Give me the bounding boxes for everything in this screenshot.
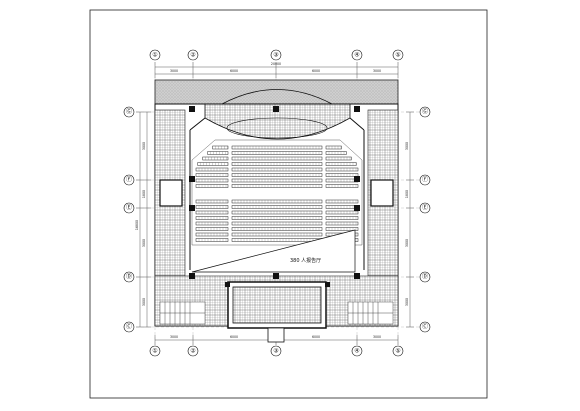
axis-top-4: ④ — [354, 52, 359, 59]
axis-bubbles-right — [419, 106, 431, 333]
dim-top-2: 6000 — [230, 69, 238, 73]
axis-left-1: Ⓖ — [126, 108, 132, 116]
top-terrace — [154, 79, 399, 105]
seat-row — [325, 173, 359, 177]
axis-bottom-4: ④ — [354, 348, 359, 355]
seat-row — [195, 184, 229, 188]
dim-left-3: 3000 — [142, 239, 146, 247]
axis-top-5: ⑤ — [395, 52, 400, 59]
foyer-floor — [232, 286, 322, 324]
axis-bubbles-top — [149, 49, 404, 61]
sheet-frame — [89, 9, 488, 399]
seat-row — [195, 227, 229, 231]
dim-bottom-4: 3000 — [373, 335, 381, 339]
seat-row — [195, 205, 229, 209]
dim-left-1: 3000 — [142, 142, 146, 150]
axis-bottom-2: ② — [190, 348, 196, 355]
seat-row — [325, 145, 342, 150]
axis-left-3: Ⓔ — [126, 204, 132, 212]
dim-top-4: 3000 — [373, 69, 381, 73]
right-stair-core — [370, 179, 394, 207]
entrance — [267, 327, 285, 343]
dim-right-3: 3000 — [405, 239, 409, 247]
seat-row — [207, 151, 229, 155]
hall-label: 380 人报告厅 — [290, 257, 321, 264]
axis-bubbles-left — [123, 106, 135, 333]
dim-right-4: 3000 — [405, 298, 409, 306]
dim-top-1: 3000 — [170, 69, 178, 73]
seat-row — [325, 216, 359, 220]
seat-row — [195, 178, 229, 183]
seat-row — [195, 210, 229, 215]
axis-right-2: Ⓕ — [422, 176, 428, 184]
seat-row — [325, 227, 359, 231]
seat-row — [325, 184, 359, 188]
seat-row — [195, 216, 229, 220]
seat-row — [195, 173, 229, 177]
seat-row — [325, 178, 359, 183]
axis-top-2: ② — [190, 52, 196, 59]
left-stair-core — [159, 179, 183, 207]
dim-bottom-1: 3000 — [170, 335, 178, 339]
dim-bottom-3: 6000 — [312, 335, 320, 339]
seat-row — [212, 145, 229, 150]
dim-bottom-2: 6000 — [230, 335, 238, 339]
seat-row — [195, 238, 229, 242]
hall-wall — [189, 117, 365, 270]
seat-row — [325, 210, 359, 215]
dim-right-2: 1800 — [405, 190, 409, 198]
seat-row — [325, 221, 359, 226]
axis-right-5: Ⓒ — [422, 323, 428, 331]
seating-zone — [191, 139, 363, 246]
seat-row — [195, 199, 229, 204]
seat-row — [195, 221, 229, 226]
seat-row — [195, 232, 229, 237]
seat-row — [202, 156, 229, 161]
axis-bubbles-bottom — [149, 345, 404, 357]
dim-right-1: 3000 — [405, 142, 409, 150]
axis-bottom-5: ⑤ — [395, 348, 400, 355]
stage-arc — [221, 89, 333, 105]
axis-right-4: Ⓓ — [422, 273, 428, 281]
axis-top-3: ③ — [273, 52, 278, 59]
dim-left-total: 16800 — [135, 220, 139, 230]
stage-apron — [226, 117, 328, 139]
right-stair — [347, 301, 394, 325]
seat-row — [325, 156, 352, 161]
axis-left-2: Ⓕ — [126, 176, 132, 184]
axis-right-1: Ⓖ — [422, 108, 428, 116]
seat-row — [325, 167, 359, 172]
axis-right-3: Ⓔ — [422, 204, 428, 212]
axis-left-4: Ⓓ — [126, 273, 132, 281]
axis-left-5: Ⓒ — [126, 323, 132, 331]
axis-top-1: ① — [152, 52, 157, 59]
seat-row — [325, 205, 359, 209]
seat-row — [325, 151, 347, 155]
seat-row — [195, 167, 229, 172]
stage — [204, 103, 351, 140]
dim-left-4: 3000 — [142, 298, 146, 306]
rear-wedge — [191, 229, 356, 273]
left-stair — [159, 301, 206, 325]
columns — [189, 106, 360, 287]
axis-bottom-1: ① — [152, 348, 157, 355]
building: 380 人报告厅 — [154, 79, 399, 343]
seat-row — [325, 199, 359, 204]
dim-top-3: 6000 — [312, 69, 320, 73]
dim-left-2: 1800 — [142, 190, 146, 198]
axis-bottom-3: ③ — [273, 348, 278, 355]
